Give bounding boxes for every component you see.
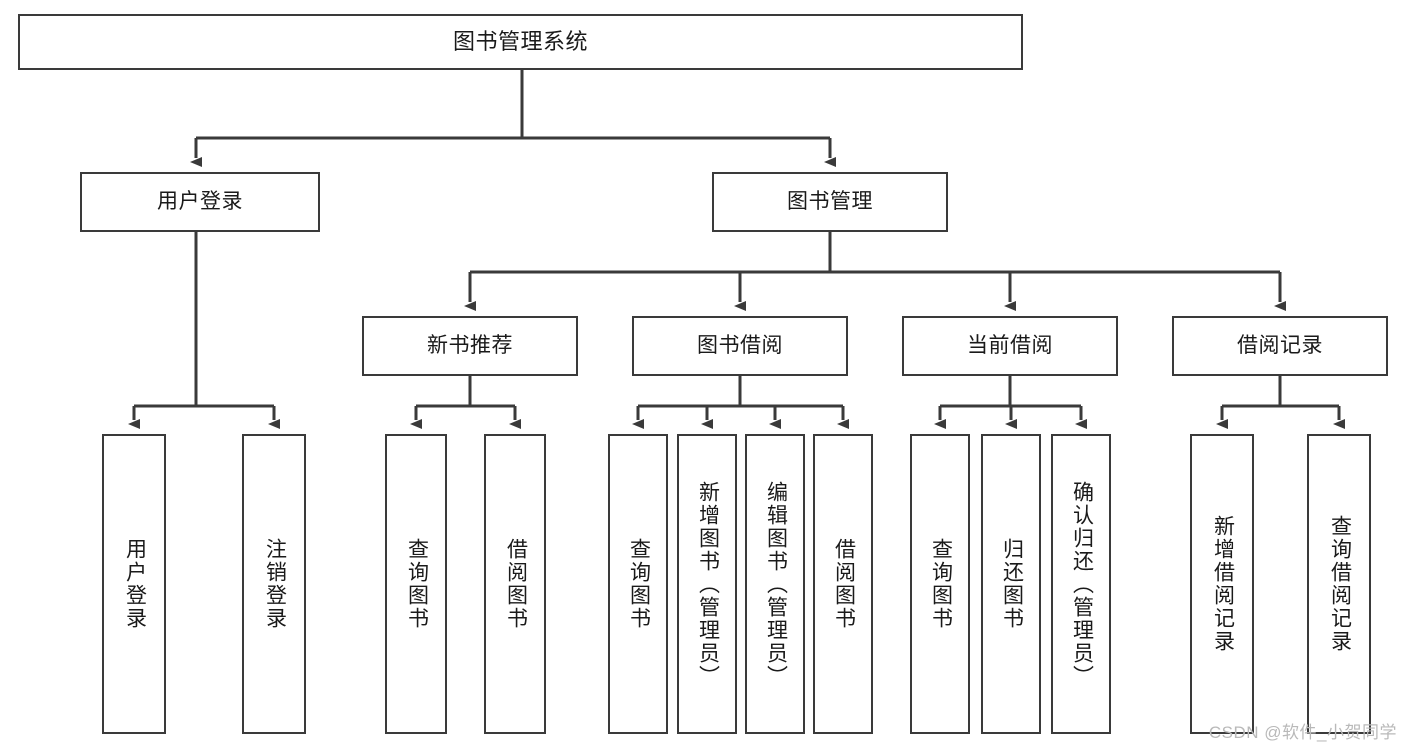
leaf-add-borrow-record-label: 新增借阅记录 — [1211, 515, 1235, 653]
node-book-borrow-label: 图书借阅 — [697, 334, 783, 358]
leaf-user-login-label: 用户登录 — [123, 538, 147, 630]
node-root[interactable]: 图书管理系统 — [18, 14, 1023, 70]
leaf-borrow-book-new-label: 借阅图书 — [504, 538, 528, 630]
leaf-logout-label: 注销登录 — [263, 538, 287, 630]
leaf-borrow-book-label: 借阅图书 — [832, 538, 856, 630]
leaf-add-borrow-record[interactable]: 新增借阅记录 — [1190, 434, 1254, 734]
node-borrow-record-label: 借阅记录 — [1237, 334, 1323, 358]
node-book-management-label: 图书管理 — [787, 190, 873, 214]
leaf-query-book-new[interactable]: 查询图书 — [385, 434, 447, 734]
node-current-borrow[interactable]: 当前借阅 — [902, 316, 1118, 376]
leaf-edit-book-admin[interactable]: 编辑图书（管理员） — [745, 434, 805, 734]
node-book-management[interactable]: 图书管理 — [712, 172, 948, 232]
leaf-confirm-return-admin-label: 确认归还（管理员） — [1070, 480, 1094, 688]
leaf-query-book-borrow[interactable]: 查询图书 — [608, 434, 668, 734]
leaf-query-borrow-record-label: 查询借阅记录 — [1328, 515, 1352, 653]
leaf-borrow-book-new[interactable]: 借阅图书 — [484, 434, 546, 734]
leaf-query-book-current[interactable]: 查询图书 — [910, 434, 970, 734]
leaf-return-book-label: 归还图书 — [1000, 538, 1024, 630]
leaf-add-book-admin[interactable]: 新增图书（管理员） — [677, 434, 737, 734]
leaf-borrow-book[interactable]: 借阅图书 — [813, 434, 873, 734]
node-user-login-label: 用户登录 — [157, 190, 243, 214]
leaf-query-borrow-record[interactable]: 查询借阅记录 — [1307, 434, 1371, 734]
node-new-book-recommend[interactable]: 新书推荐 — [362, 316, 578, 376]
node-new-book-recommend-label: 新书推荐 — [427, 334, 513, 358]
node-root-label: 图书管理系统 — [452, 28, 588, 54]
leaf-confirm-return-admin[interactable]: 确认归还（管理员） — [1051, 434, 1111, 734]
leaf-add-book-admin-label: 新增图书（管理员） — [696, 480, 720, 688]
leaf-logout[interactable]: 注销登录 — [242, 434, 306, 734]
node-user-login[interactable]: 用户登录 — [80, 172, 320, 232]
leaf-query-book-current-label: 查询图书 — [929, 538, 953, 630]
leaf-user-login[interactable]: 用户登录 — [102, 434, 166, 734]
leaf-return-book[interactable]: 归还图书 — [981, 434, 1041, 734]
node-current-borrow-label: 当前借阅 — [967, 334, 1053, 358]
node-borrow-record[interactable]: 借阅记录 — [1172, 316, 1388, 376]
watermark: CSDN @软件_小贺同学 — [1208, 723, 1397, 742]
leaf-query-book-borrow-label: 查询图书 — [627, 538, 651, 630]
leaf-query-book-new-label: 查询图书 — [405, 538, 429, 630]
node-book-borrow[interactable]: 图书借阅 — [632, 316, 848, 376]
leaf-edit-book-admin-label: 编辑图书（管理员） — [764, 480, 788, 688]
